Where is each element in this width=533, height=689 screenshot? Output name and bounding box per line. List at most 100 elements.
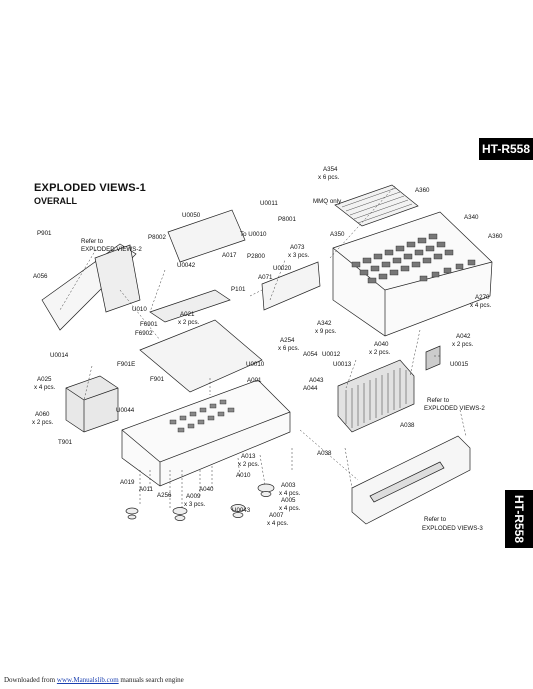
label-exploded-views-2-b: EXPLODED VIEWS-2 (424, 405, 485, 412)
label-a270-qty: x 4 pcs. (470, 302, 492, 309)
label-a256: A256 (157, 492, 172, 499)
label-a254: A254 (280, 337, 295, 344)
label-u0050: U0050 (182, 212, 201, 219)
drawing-lines (41, 184, 493, 525)
label-p8001: P8001 (278, 216, 296, 223)
label-a342: A342 (317, 320, 332, 327)
label-refer-1: Refer to (81, 238, 104, 245)
label-a044: A044 (303, 385, 318, 392)
label-a354: A354 (323, 166, 338, 173)
label-f901e: F901E (117, 361, 135, 368)
label-a007-qty: x 4 pcs. (267, 520, 289, 527)
part-labels: A354 x 6 pcs. A360 MMQ only A350 A340 A3… (32, 166, 503, 532)
side-model-tab: HT-R558 (505, 490, 533, 548)
label-a073: A073 (290, 244, 305, 251)
label-a005: A005 (281, 497, 296, 504)
label-a005-qty: x 4 pcs. (279, 505, 301, 512)
label-f6901: F6901 (140, 321, 158, 328)
footer-suffix: manuals search engine (118, 676, 184, 684)
top-cover (332, 211, 493, 337)
label-a350: A350 (330, 231, 345, 238)
label-exploded-views-2-a: EXPLODED VIEWS-2 (81, 246, 142, 253)
label-a017: A017 (222, 252, 237, 259)
label-a073-qty: x 3 pcs. (288, 252, 310, 259)
label-mmq-only: MMQ only (313, 198, 342, 205)
label-a021: A021 (180, 311, 195, 318)
label-a060-qty: x 2 pcs. (32, 419, 54, 426)
small-plate (425, 345, 441, 371)
cover-vents (351, 233, 476, 284)
label-a340: A340 (464, 214, 479, 221)
feet (125, 483, 275, 521)
label-a038-right: A038 (400, 422, 415, 429)
label-a354-qty: x 6 pcs. (318, 174, 340, 181)
label-a009: A009 (186, 493, 201, 500)
label-p901: P901 (37, 230, 52, 237)
chassis-vents (169, 399, 235, 433)
footer-prefix: Downloaded from (4, 676, 57, 684)
label-a011: A011 (139, 486, 154, 493)
label-a040-bottom: A040 (199, 486, 214, 493)
label-u0010: U0010 (246, 361, 265, 368)
transformer (65, 375, 119, 433)
label-a025-qty: x 4 pcs. (34, 384, 56, 391)
label-p8002: P8002 (148, 234, 166, 241)
label-to-u0010: To U0010 (240, 231, 267, 238)
label-a025: A025 (37, 376, 52, 383)
label-a060: A060 (35, 411, 50, 418)
label-a342-qty: x 9 pcs. (315, 328, 337, 335)
label-a013-qty: x 2 pcs. (238, 461, 260, 468)
label-u0013: U0013 (333, 361, 352, 368)
upper-board (167, 209, 246, 263)
label-u0044: U0044 (116, 407, 135, 414)
label-f901: F901 (150, 376, 165, 383)
label-u0042: U0042 (177, 262, 196, 269)
label-exploded-views-3: EXPLODED VIEWS-3 (422, 525, 483, 532)
guide-lines (59, 185, 467, 510)
label-p2800: P2800 (247, 253, 265, 260)
label-u0012: U0012 (322, 351, 341, 358)
label-a042: A042 (456, 333, 471, 340)
grill-lines (341, 187, 413, 224)
label-a009-qty: x 3 pcs. (184, 501, 206, 508)
label-a042-qty: x 2 pcs. (452, 341, 474, 348)
label-a040-top-qty: x 2 pcs. (369, 349, 391, 356)
label-a360-right: A360 (488, 233, 503, 240)
label-a054: A054 (303, 351, 318, 358)
label-a003: A003 (281, 482, 296, 489)
side-board (261, 261, 321, 311)
label-u0015: U0015 (450, 361, 469, 368)
label-u0043: U0043 (232, 507, 251, 514)
page-subtitle: OVERALL (34, 196, 78, 206)
label-u0014: U0014 (50, 352, 69, 359)
label-a038-left: A038 (317, 450, 332, 457)
label-a254-qty: x 6 pcs. (278, 345, 300, 352)
label-u0011: U0011 (260, 200, 278, 207)
label-a001: A001 (247, 377, 262, 384)
chassis (121, 379, 291, 487)
label-a360-top: A360 (415, 187, 430, 194)
label-a021-qty: x 2 pcs. (178, 319, 200, 326)
label-a043: A043 (309, 377, 324, 384)
label-u010: U010 (132, 306, 147, 313)
label-a270: A270 (475, 294, 490, 301)
label-a040-top: A040 (374, 341, 389, 348)
label-a010: A010 (236, 472, 251, 479)
label-refer-2: Refer to (427, 397, 450, 404)
manualslib-link[interactable]: www.Manualslib.com (56, 676, 119, 684)
label-a056: A056 (33, 273, 48, 280)
heat-sink-fins (345, 368, 407, 428)
footer: Downloaded from www.Manualslib.com manua… (4, 676, 184, 684)
label-a019: A019 (120, 479, 135, 486)
main-board (139, 319, 263, 393)
sub-board (149, 289, 231, 323)
label-a007: A007 (269, 512, 284, 519)
label-t901: T901 (58, 439, 73, 446)
model-tab: HT-R558 (479, 138, 533, 160)
label-a013: A013 (241, 453, 256, 460)
label-a003-qty: x 4 pcs. (279, 490, 301, 497)
label-refer-3: Refer to (424, 516, 447, 523)
label-p101: P101 (231, 286, 246, 293)
label-a071: A071 (258, 274, 273, 281)
